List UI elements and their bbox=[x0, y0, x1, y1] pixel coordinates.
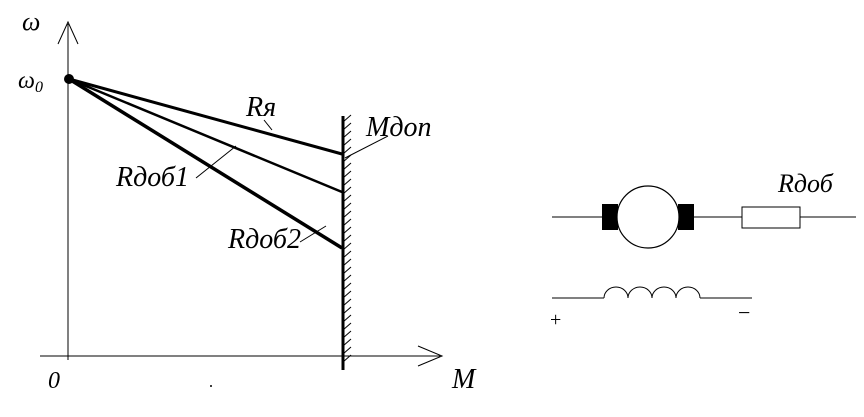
field-winding-coil bbox=[603, 286, 701, 299]
hatch-mark bbox=[342, 122, 352, 131]
hatch-mark bbox=[342, 138, 352, 147]
plus-sign: + bbox=[550, 309, 561, 331]
label-r-dob: Rдоб bbox=[777, 169, 834, 198]
curve-r-dob2 bbox=[68, 77, 343, 250]
omega0-main: ω bbox=[18, 68, 35, 94]
hatch-mark bbox=[342, 178, 352, 187]
omega-axis-label: ω bbox=[22, 7, 40, 36]
hatch-mark bbox=[342, 258, 352, 267]
hatch-mark bbox=[342, 346, 352, 355]
brush-right bbox=[678, 204, 694, 230]
hatch-mark bbox=[342, 202, 352, 211]
hatch-mark bbox=[342, 210, 352, 219]
hatch-mark bbox=[342, 330, 352, 339]
hatch-mark bbox=[342, 338, 352, 347]
leader-r-dob1 bbox=[195, 145, 237, 179]
hatch-mark bbox=[342, 242, 352, 251]
hatch-mark bbox=[342, 234, 352, 243]
label-r-ya: Rя bbox=[245, 92, 276, 123]
omega0-subscript: 0 bbox=[35, 79, 43, 96]
hatch-mark bbox=[342, 186, 352, 195]
leader-r-dob2 bbox=[299, 225, 327, 243]
hatch-mark bbox=[342, 282, 352, 291]
torque-axis-label: M bbox=[451, 364, 477, 395]
leader-r-ya bbox=[263, 119, 273, 131]
hatch-mark bbox=[342, 354, 352, 363]
hatch-mark bbox=[342, 162, 352, 171]
dot-mark bbox=[210, 385, 212, 387]
label-m-dop: Mдоп bbox=[365, 112, 432, 143]
hatch-mark bbox=[342, 290, 352, 299]
hatch-mark bbox=[342, 146, 352, 155]
hatch-mark bbox=[342, 226, 352, 235]
minus-sign: − bbox=[738, 300, 750, 325]
curve-r-ya bbox=[68, 77, 343, 156]
leader-m-dop bbox=[344, 135, 389, 159]
hatch-mark bbox=[342, 250, 352, 259]
hatch-mark bbox=[342, 306, 352, 315]
torque-axis-arrow bbox=[417, 345, 444, 367]
label-r-dob1: Rдоб1 bbox=[115, 162, 189, 193]
hatch-mark bbox=[342, 194, 352, 203]
hatch-mark bbox=[342, 218, 352, 227]
curve-r-dob1 bbox=[68, 77, 343, 194]
resistor-r-dob bbox=[741, 206, 801, 229]
omega0-label: ω0 bbox=[18, 68, 43, 96]
hatch-mark bbox=[342, 266, 352, 275]
hatch-mark bbox=[342, 170, 352, 179]
circuit-schematic: Rдоб + − bbox=[550, 169, 856, 331]
omega-axis-arrow bbox=[57, 20, 79, 45]
label-r-dob2: Rдоб2 bbox=[227, 224, 301, 255]
hatch-mark bbox=[342, 298, 352, 307]
characteristics-graph: ω M 0 ω0 Rя Rдоб1 Rдоб2 Mдоп bbox=[18, 7, 477, 395]
origin-label: 0 bbox=[48, 368, 60, 394]
hatch-mark bbox=[342, 114, 352, 123]
motor-armature bbox=[616, 185, 680, 249]
brush-left bbox=[602, 204, 618, 230]
hatch-mark bbox=[342, 314, 352, 323]
hatch-mark bbox=[342, 322, 352, 331]
hatch-mark bbox=[342, 130, 352, 139]
hatch-mark bbox=[342, 274, 352, 283]
